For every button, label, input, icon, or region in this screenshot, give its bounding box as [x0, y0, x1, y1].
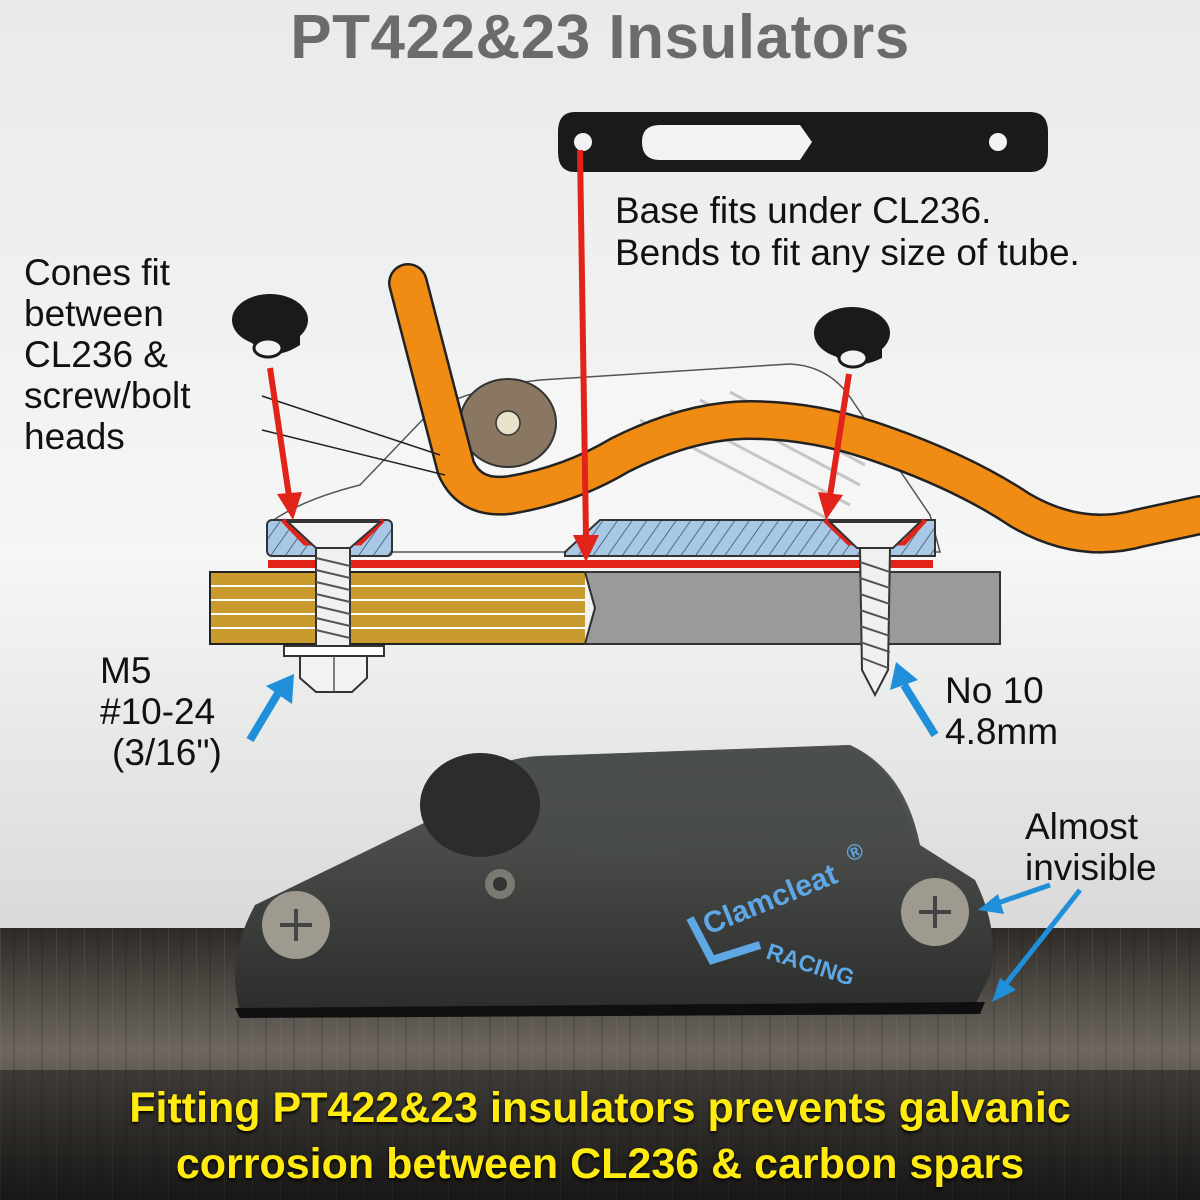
page-title: PT422&23 Insulators [290, 3, 910, 72]
cones-label-line: screw/bolt [24, 375, 191, 416]
wood-deck [209, 571, 597, 645]
base-insulator-icon [558, 112, 1048, 172]
invisible-label: Almost invisible [1025, 806, 1157, 888]
pointer-line [261, 395, 441, 456]
bolt-label: M5 #10-24 (3/16") [100, 650, 222, 773]
red-arrow-cone-left [267, 367, 302, 520]
cone-insulator-icon [814, 307, 890, 369]
cones-label-line: between [24, 293, 164, 334]
rope [390, 265, 1200, 552]
bolt-label-line: #10-24 [100, 691, 216, 732]
cones-label: Cones fit between CL236 & screw/bolt hea… [24, 252, 191, 457]
footer-line-2: corrosion between CL236 & carbon spars [175, 1140, 1025, 1188]
cones-label-line: heads [24, 416, 125, 457]
screw-label-line: No 10 [945, 670, 1044, 711]
footer-line-1: Fitting PT422&23 insulators prevents gal… [129, 1084, 1071, 1132]
base-label: Base fits under CL236. Bends to fit any … [615, 190, 1080, 274]
screw-icon [827, 521, 923, 698]
bolt-label-line: M5 [100, 650, 152, 691]
base-label-line: Base fits under CL236. [615, 190, 992, 231]
invisible-label-line: invisible [1025, 847, 1157, 888]
pointer-line [261, 429, 446, 476]
screw-label-line: 4.8mm [945, 711, 1059, 752]
invisible-label-line: Almost [1025, 806, 1139, 847]
cones-label-line: CL236 & [24, 334, 168, 375]
screw-label: No 10 4.8mm [945, 670, 1058, 752]
cones-label-line: Cones fit [24, 252, 171, 293]
base-insulator-photo [235, 1002, 985, 1018]
bolt-label-line: (3/16") [112, 732, 222, 773]
blue-arrow-invisible-1 [978, 882, 1051, 914]
cone-insulator-icon [232, 294, 308, 359]
red-arrow-cone-right [818, 373, 852, 520]
base-insulator-film [268, 560, 933, 568]
base-label-line: Bends to fit any size of tube. [615, 232, 1080, 273]
spar-section [583, 571, 1001, 645]
cleat-cam-roller [420, 753, 540, 857]
cleat-photo [235, 745, 993, 1018]
blue-arrow-invisible-2 [992, 888, 1082, 1002]
bolt-icon [283, 521, 385, 693]
red-arrow-base [573, 149, 599, 562]
blue-arrow-screw [890, 662, 939, 738]
blue-arrow-bolt [246, 674, 294, 743]
